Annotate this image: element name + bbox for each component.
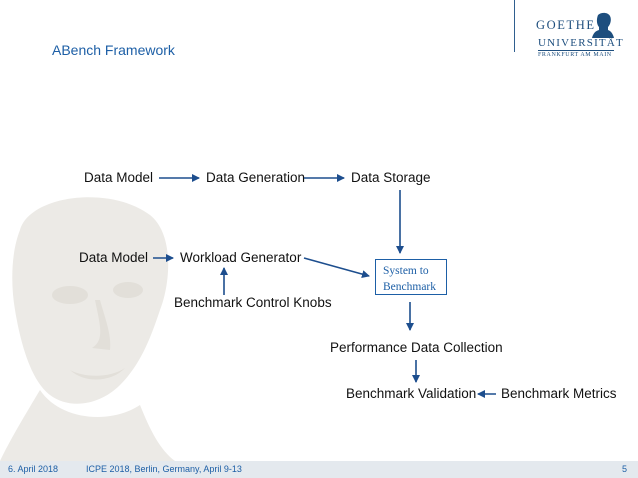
system-to-benchmark-label: System to Benchmark — [383, 265, 437, 293]
logo-line-frankfurt: FRANKFURT AM MAIN — [538, 52, 612, 58]
footer-date: 6. April 2018 — [8, 464, 59, 474]
node-benchmark-validation: Benchmark Validation — [346, 386, 477, 401]
footer-event: ICPE 2018, Berlin, Germany, April 9-13 — [86, 464, 242, 474]
node-data-generation: Data Generation — [206, 170, 306, 185]
node-benchmark-metrics: Benchmark Metrics — [501, 386, 617, 401]
slide-title: ABench Framework — [52, 42, 175, 58]
node-data-model-1: Data Model — [84, 170, 154, 185]
footer-bar: 6. April 2018 ICPE 2018, Berlin, Germany… — [0, 461, 638, 478]
node-benchmark-control-knobs: Benchmark Control Knobs — [174, 295, 332, 310]
node-workload-generator: Workload Generator — [180, 250, 302, 265]
logo-rule — [538, 50, 614, 51]
node-performance-data-collection: Performance Data Collection — [330, 340, 503, 355]
logo-line-universitat: UNIVERSITÄT — [538, 37, 624, 49]
logo-line-goethe: GOETHE — [536, 18, 596, 32]
university-logo: GOETHE UNIVERSITÄT FRANKFURT AM MAIN — [532, 12, 636, 62]
footer-page-number: 5 — [622, 464, 628, 474]
system-to-benchmark-box: System to Benchmark — [375, 259, 447, 295]
node-data-storage: Data Storage — [351, 170, 431, 185]
node-data-model-2: Data Model — [79, 250, 149, 265]
arrow-workload-to-system — [303, 257, 370, 278]
goethe-portrait-icon — [592, 12, 614, 38]
goethe-portrait-watermark — [0, 197, 175, 461]
header-divider — [514, 0, 515, 52]
